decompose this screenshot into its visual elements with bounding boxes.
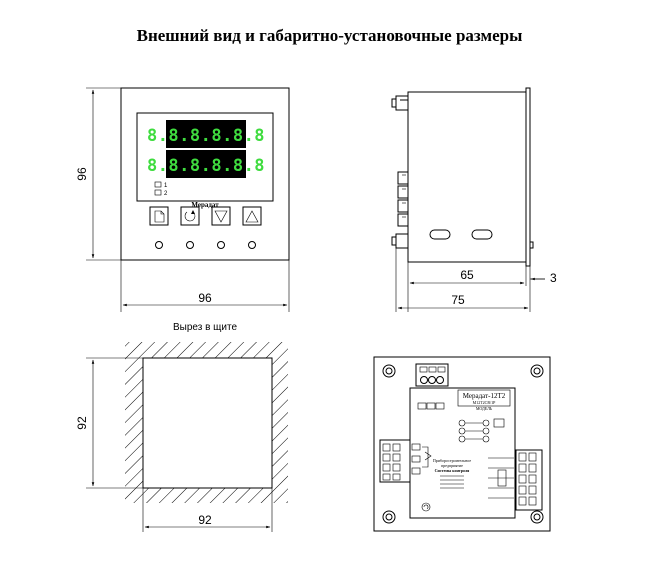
panel-hole [186,241,194,249]
side-connector-top [395,95,409,111]
corner-screw [382,510,396,524]
corner-screw [530,510,544,524]
side-slot [429,229,451,240]
rotate-button[interactable] [180,206,200,226]
up-button[interactable] [242,206,262,226]
cutout-dim-width-label: 92 [198,513,212,527]
cutout-view: Вырез в щите 92 92 [75,322,288,532]
triangle-down-icon [214,210,228,223]
model-sub: МОДЕЛЬ [476,406,493,411]
corner-screw [382,364,396,378]
dim-height-label: 96 [75,167,89,181]
display-bottom-digits: 8.8.8.8.8.8 [147,156,265,176]
page-title: Внешний вид и габаритно-установочные раз… [136,26,523,45]
rear-view: Мерадат-12Т2 М12Т2СВ/1Р МОДЕЛЬ [373,356,551,532]
led-2 [154,189,162,196]
model-name: Мерадат-12Т2 [463,392,506,400]
cutout-opening [142,357,273,489]
front-window [136,112,274,202]
dim-total-label: 75 [451,293,465,307]
rotate-icon [184,211,196,222]
side-terminal-block [391,171,409,249]
front-panel-outline [120,87,290,261]
company-line-2: предприятие [441,463,463,468]
side-body [407,91,527,263]
rear-schematic [458,418,505,443]
rear-terminal-right [488,449,543,511]
rear-panel-outline [373,356,551,532]
down-button[interactable] [211,206,231,226]
cutout-dim-height-label: 92 [75,416,89,430]
rear-terminal-top [415,363,449,410]
company-line-1: Приборостроительное [433,458,471,463]
document-button[interactable] [149,206,169,226]
side-view: 65 3 75 [391,87,557,312]
company-line-3: Системы контроля [435,468,471,473]
display-bottom [166,150,246,178]
triangle-up-icon [245,210,259,223]
led-2-label: 2 [164,191,168,197]
side-slot [471,229,493,240]
display-top-digits: 8.8.8.8.8.8 [147,126,265,146]
cutout-caption: Вырез в щите [173,322,237,333]
dim-body-label: 65 [460,268,474,282]
cutout-hatching [125,342,288,503]
led-1 [154,181,162,188]
model-code: М12Т2СВ/1Р [473,400,496,405]
company-address-lines [440,475,464,489]
dim-width-label: 96 [198,291,212,305]
side-flange [525,87,531,267]
certification-mark [421,502,431,512]
document-icon [154,210,165,223]
model-box [457,389,511,407]
display-top [166,120,246,148]
led-1-label: 1 [164,183,168,189]
panel-hole [248,241,256,249]
panel-hole [217,241,225,249]
corner-screw [530,364,544,378]
panel-hole [155,241,163,249]
brand-label: Мерадат [191,201,219,209]
front-view: 8.8.8.8.8.8 8.8.8.8.8.8 1 2 Мерадат [75,87,290,312]
rear-terminal-left [379,439,432,483]
dim-flange-label: 3 [550,271,557,285]
